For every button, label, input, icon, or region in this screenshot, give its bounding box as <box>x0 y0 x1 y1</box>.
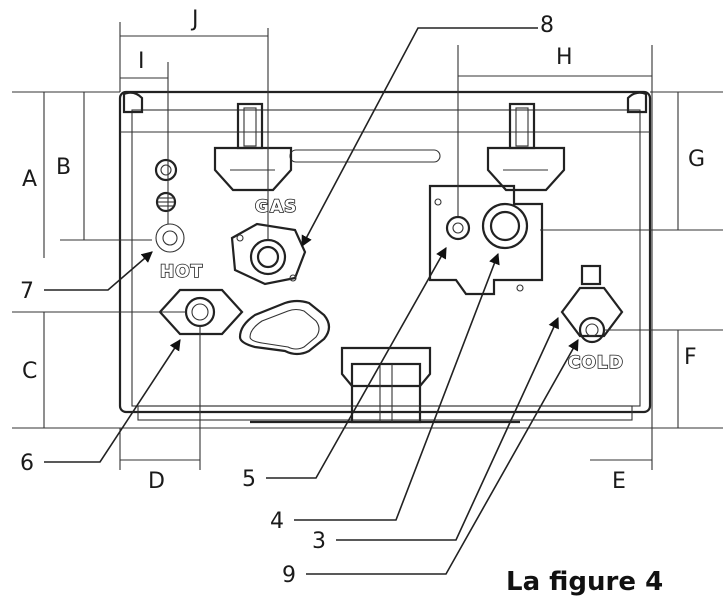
cold-stamp-label: COLD <box>568 353 624 373</box>
heater-body <box>118 90 652 424</box>
callout-8: 8 <box>540 13 554 38</box>
gas-stamp-label: GAS <box>255 197 297 217</box>
label-G: G <box>688 147 705 172</box>
label-J: J <box>190 7 199 32</box>
label-E: E <box>612 469 626 494</box>
valve-housing <box>428 184 544 296</box>
access-plate <box>238 299 331 356</box>
label-A: A <box>22 167 37 192</box>
label-C: C <box>22 359 37 384</box>
vent-ring <box>155 223 185 253</box>
label-I: I <box>138 49 145 74</box>
top-left-bracket <box>213 102 293 192</box>
callout-5: 5 <box>242 467 256 492</box>
label-D: D <box>148 469 165 494</box>
callout-4: 4 <box>270 509 284 534</box>
callout-9: 9 <box>282 563 296 588</box>
label-B: B <box>56 155 71 180</box>
label-H: H <box>556 45 573 70</box>
left-small-fittings <box>154 158 178 213</box>
label-F: F <box>684 345 697 370</box>
hot-stamp-label: HOT <box>160 262 203 282</box>
top-right-bracket <box>486 102 566 192</box>
leader-lines <box>44 27 579 575</box>
callout-3: 3 <box>312 529 326 554</box>
callout-7: 7 <box>20 279 34 304</box>
cold-water-inlet <box>560 264 624 344</box>
callout-6: 6 <box>20 451 34 476</box>
dimension-lines <box>12 22 723 470</box>
bottom-bracket <box>340 346 432 424</box>
figure-caption: La figure 4 <box>506 567 663 597</box>
